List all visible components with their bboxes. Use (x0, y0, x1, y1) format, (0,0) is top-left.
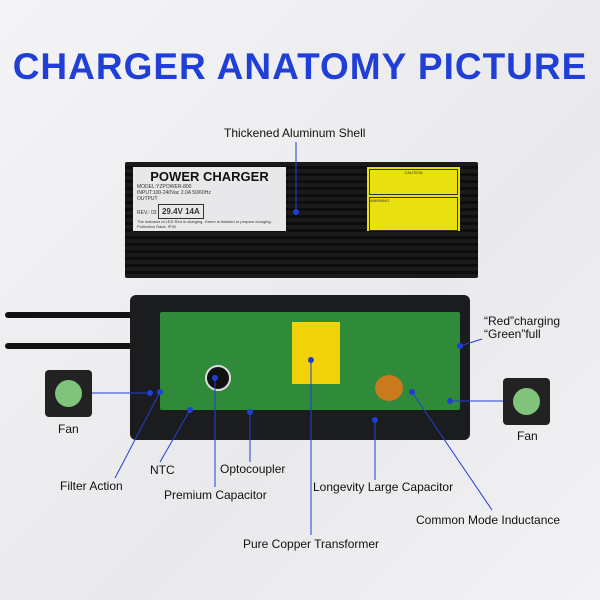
label-heading: POWER CHARGER (150, 169, 269, 184)
label-rating: 29.4V 14A (157, 204, 204, 219)
callout-fan-right: Fan (517, 429, 538, 443)
caution-text: CAUTION (369, 169, 458, 195)
callout-large-capacitor: Longevity Large Capacitor (313, 480, 454, 494)
callout-shell: Thickened Aluminum Shell (224, 126, 366, 140)
product-label: POWER CHARGER MODEL:YZPOWER-800 INPUT:10… (133, 167, 286, 231)
callout-ntc: NTC (150, 463, 175, 477)
callout-fan-left: Fan (58, 422, 79, 436)
inductor (375, 375, 403, 401)
fan-right-image (503, 378, 550, 425)
callout-filter: Filter Action (60, 479, 123, 493)
callout-led-red: “Red”charging (484, 314, 561, 328)
label-input: INPUT:100-240Vac 2.0A 50/60Hz (137, 190, 211, 196)
transformer (292, 322, 340, 384)
label-output: OUTPUT (137, 196, 158, 202)
callout-inductance: Common Mode Inductance (416, 513, 561, 527)
callout-transformer: Pure Copper Transformer (243, 537, 380, 551)
cable (5, 343, 135, 349)
label-led-note: The indicator of LED Red is charging. Gr… (137, 219, 272, 224)
page-title: CHARGER ANATOMY PICTURE (12, 46, 588, 87)
fan-left-image (45, 370, 92, 417)
callout-optocoupler: Optocoupler (220, 462, 286, 476)
cable (5, 312, 135, 318)
callout-led-green: “Green”full (484, 327, 541, 341)
label-rev: REV.: 03 (137, 210, 157, 216)
warning-label: CAUTION WARNING (367, 167, 460, 231)
callout-premium-capacitor: Premium Capacitor (164, 488, 267, 502)
label-model: MODEL:YZPOWER-800 (137, 184, 192, 190)
warning-text: WARNING (369, 197, 458, 231)
label-protection: Protection Rank: IP30 (137, 224, 176, 229)
